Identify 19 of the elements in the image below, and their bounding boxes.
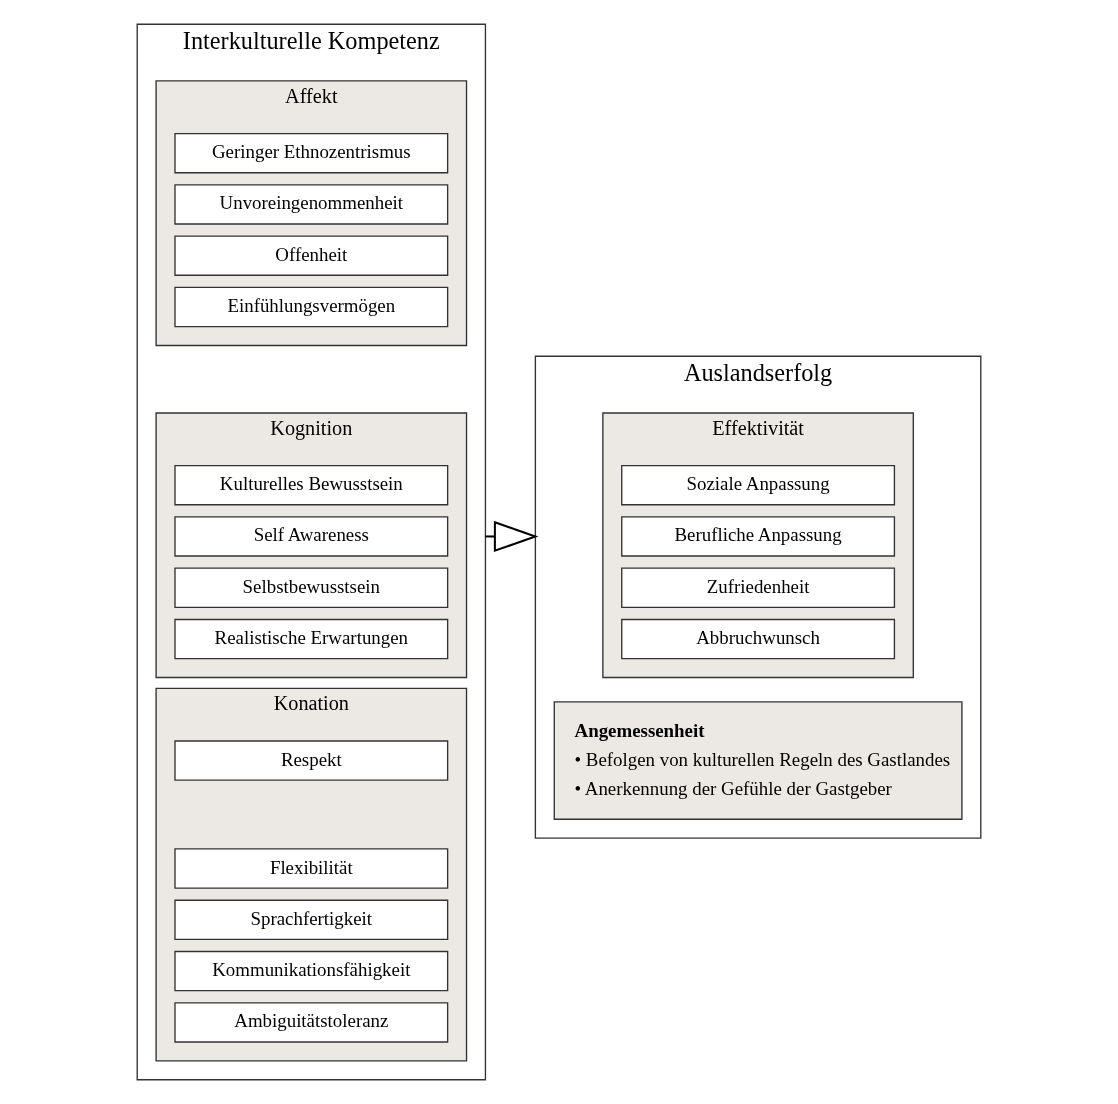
node-box: Ambiguitätstoleranz xyxy=(174,1002,449,1043)
node-box: Abbruchwunsch xyxy=(621,618,896,660)
node-box: Zufriedenheit xyxy=(621,567,896,608)
node-box: Respekt xyxy=(174,740,449,781)
node-box: Angemessenheit • Befolgen von kulturellen Regeln des Gastlandes • Anerkennung der Gefühle der Gastgeber xyxy=(553,701,963,820)
node-box: Geringer Ethnozentrismus xyxy=(174,132,449,174)
node-box: Offenheit xyxy=(174,235,449,276)
node-box: Self Awareness xyxy=(174,516,449,557)
node-box: Flexibilität xyxy=(174,848,449,889)
node-box: Kulturelles Bewusstsein xyxy=(174,464,449,506)
node-box: Unvoreingenommenheit xyxy=(174,184,449,225)
arrow xyxy=(485,520,539,553)
node-box: Kommunikationsfähigkeit xyxy=(174,950,449,992)
node-box: Sprachfertigkeit xyxy=(174,899,449,941)
node-box: Einfühlungsvermögen xyxy=(174,286,449,328)
node-box: Soziale Anpassung xyxy=(621,464,896,506)
node-box: Selbstbewusstsein xyxy=(174,567,449,608)
node-box: Realistische Erwartungen xyxy=(174,618,449,660)
node-box: Berufliche Anpassung xyxy=(621,516,896,557)
